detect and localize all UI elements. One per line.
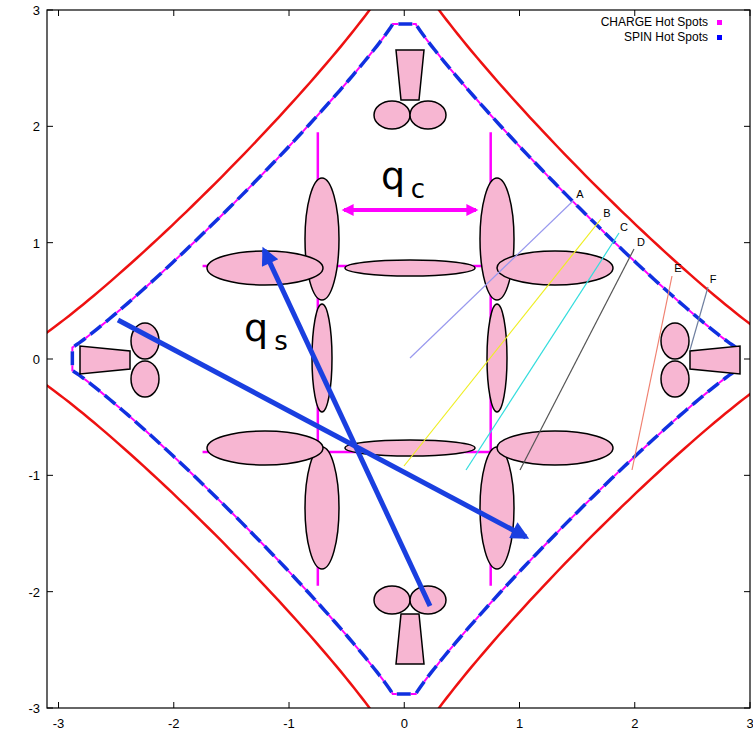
- axis-tick: [58, 702, 59, 708]
- cut-line: [520, 249, 634, 470]
- ligand-orbital: [396, 50, 424, 100]
- orbital-lobe: [480, 178, 514, 300]
- axis-tick-label: 2: [33, 120, 40, 133]
- axis-tick-label: 1: [33, 236, 40, 249]
- axis-tick-label: 1: [516, 717, 523, 730]
- orbital-lobe: [480, 447, 514, 569]
- fermi-surface-curve: [420, 10, 750, 343]
- axis-tick-label: 3: [746, 717, 753, 730]
- spin-vector-arrow: [118, 320, 526, 537]
- axis-tick-label: 0: [401, 717, 408, 730]
- orbital-lobe: [207, 431, 323, 465]
- charge-hot-spot-curve: [72, 24, 736, 694]
- cut-line: [466, 233, 619, 470]
- ligand-orbital: [80, 346, 130, 374]
- axis-tick: [58, 10, 59, 16]
- axis-tick: [744, 10, 750, 11]
- axis-tick: [634, 702, 635, 708]
- orbital-lobe: [661, 323, 689, 359]
- axis-tick: [47, 475, 53, 476]
- cut-label: B: [603, 208, 610, 219]
- orbital-lobe: [410, 101, 446, 129]
- axis-tick-label: -2: [28, 585, 40, 598]
- cut-label: E: [674, 263, 681, 274]
- legend-text: SPIN Hot Spots: [624, 31, 708, 43]
- cut-line: [404, 219, 601, 466]
- spin-vector-arrow: [264, 250, 430, 606]
- axis-tick: [744, 475, 750, 476]
- axis-tick: [173, 10, 174, 16]
- vector-subscript: c: [411, 176, 425, 202]
- cut-label: D: [637, 237, 645, 248]
- legend-text: CHARGE Hot Spots: [601, 16, 708, 28]
- charge-vector-arrow: [344, 208, 476, 212]
- legend-swatch: [717, 20, 722, 25]
- ligand-orbital: [396, 614, 424, 664]
- axis-tick: [47, 242, 53, 243]
- axis-tick-label: -1: [28, 469, 40, 482]
- axis-tick: [47, 359, 53, 360]
- fermi-surface-curve: [47, 375, 388, 708]
- axis-tick-label: -1: [283, 717, 295, 730]
- vector-label: q: [381, 157, 405, 195]
- axis-tick: [289, 702, 290, 708]
- axis-tick-label: -3: [28, 702, 40, 715]
- axis-tick-label: 0: [33, 353, 40, 366]
- axis-tick: [744, 708, 750, 709]
- axis-tick: [173, 702, 174, 708]
- spin-hot-spot-curve: [72, 24, 736, 694]
- plot-area: [47, 10, 750, 708]
- orbital-lobe: [661, 361, 689, 397]
- axis-tick: [744, 359, 750, 360]
- orbital-lobe: [497, 431, 613, 465]
- axis-tick: [744, 591, 750, 592]
- fermi-surface-curve: [420, 375, 750, 708]
- axis-tick: [519, 702, 520, 708]
- axis-tick: [47, 126, 53, 127]
- axis-tick: [750, 702, 751, 708]
- axis-tick-label: -2: [168, 717, 180, 730]
- axis-tick: [519, 10, 520, 16]
- legend-swatch: [717, 35, 722, 40]
- orbital-lobe: [345, 260, 475, 276]
- axis-tick-label: -3: [53, 717, 65, 730]
- cut-label: A: [576, 189, 583, 200]
- axis-tick: [750, 10, 751, 16]
- orbital-lobe: [374, 586, 410, 614]
- axis-tick: [47, 10, 53, 11]
- axis-tick: [404, 702, 405, 708]
- axis-tick: [744, 126, 750, 127]
- fermi-surface-curve: [47, 10, 388, 343]
- orbital-lobe: [305, 447, 339, 569]
- axis-tick-label: 3: [33, 4, 40, 17]
- cut-line: [410, 201, 573, 358]
- orbital-lobe: [497, 251, 613, 285]
- orbital-lobe: [374, 101, 410, 129]
- vector-subscript: s: [274, 328, 288, 354]
- cut-label: C: [620, 222, 628, 233]
- cut-line: [690, 287, 708, 350]
- axis-tick: [289, 10, 290, 16]
- ligand-orbital: [690, 346, 740, 374]
- orbital-lobe: [131, 361, 159, 397]
- axis-tick: [744, 242, 750, 243]
- axis-tick: [47, 591, 53, 592]
- vector-label: q: [244, 309, 268, 347]
- cut-label: F: [710, 274, 717, 285]
- axis-tick: [47, 708, 53, 709]
- axis-tick: [404, 10, 405, 16]
- axis-tick-label: 2: [631, 717, 638, 730]
- cut-line: [632, 276, 672, 470]
- orbital-lobe: [305, 178, 339, 300]
- plot-frame: [47, 10, 750, 708]
